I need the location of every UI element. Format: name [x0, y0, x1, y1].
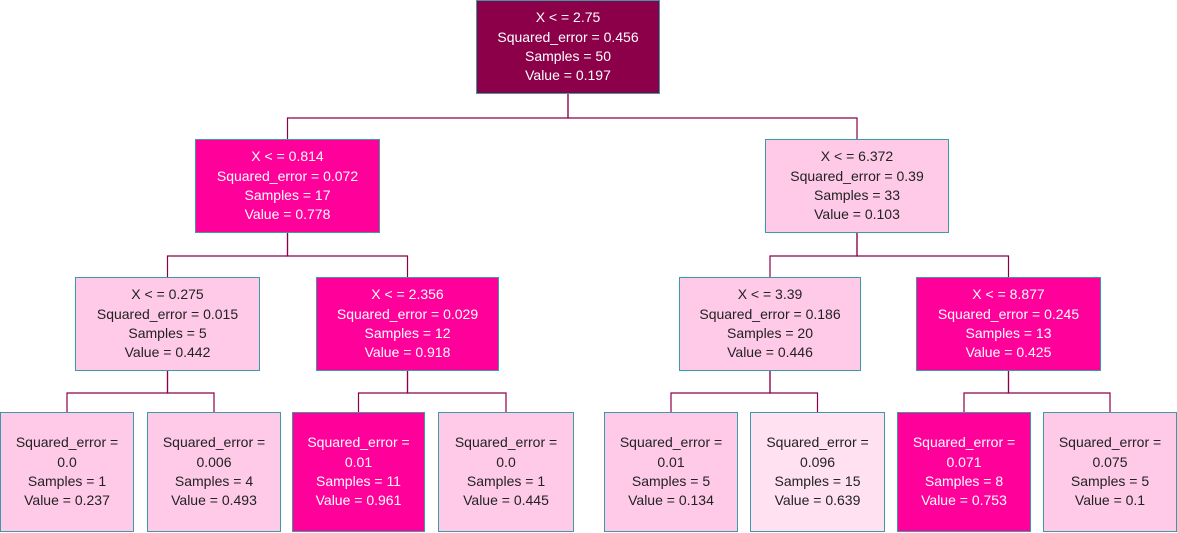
edge-r-rr — [856, 233, 1010, 277]
node-text-line: Samples = 12 — [364, 325, 451, 341]
node-text-line: X < = 2.75 — [535, 9, 601, 26]
edge-ll-llr — [166, 371, 215, 412]
node-text-line: Samples = 1 — [27, 473, 107, 489]
node-text-line: Samples = 17 — [244, 187, 331, 203]
node-text-line: Squared_error = — [162, 434, 266, 451]
edge-rr-rrr — [1007, 371, 1111, 412]
node-text-line: Squared_error = — [15, 434, 119, 451]
node-text-line: Value = 0.639 — [774, 492, 861, 509]
node-text-line: X < = 3.39 — [737, 286, 803, 303]
node-text-line: 0.075 — [1092, 453, 1128, 470]
node-text-line: 0.01 — [344, 453, 373, 470]
edge-root-l — [286, 94, 569, 139]
edge-lr-lrl — [357, 371, 409, 412]
edge-rl-rlr — [769, 371, 819, 412]
node-text-line: 0.096 — [799, 453, 836, 470]
node-text-line: 0.006 — [196, 453, 232, 470]
node-text-line: Value = 0.493 — [171, 492, 257, 509]
node-text-line: Squared_error = 0.015 — [96, 305, 239, 322]
node-text-line: Value = 0.918 — [364, 344, 451, 361]
edge-l-lr — [286, 233, 409, 277]
edge-root-r — [567, 94, 858, 139]
node-text-line: Value = 0.237 — [24, 492, 110, 509]
node-text-line: X < = 2.356 — [371, 286, 444, 303]
node-text-line: Squared_error = 0.029 — [336, 305, 479, 322]
node-text-line: Samples = 4 — [174, 473, 254, 489]
node-text-line: Squared_error = — [766, 434, 869, 451]
edge-rr-rrl — [963, 371, 1010, 412]
edge-r-rl — [769, 233, 858, 277]
node-text-line: Squared_error = — [454, 434, 558, 451]
node-text-line: Value = 0.197 — [525, 67, 611, 84]
node-text-line: Squared_error = 0.186 — [699, 305, 841, 322]
node-text-line: Value = 0.961 — [315, 492, 402, 509]
node-text-line: Samples = 20 — [727, 325, 813, 341]
node-text-line: Value = 0.425 — [965, 344, 1052, 361]
node-text-line: Squared_error = — [912, 434, 1016, 451]
node-text-line: Squared_error = 0.456 — [497, 28, 639, 45]
edge-ll-lll — [66, 371, 169, 412]
node-text-line: Value = 0.1 — [1074, 492, 1146, 509]
node-text-line: 0.071 — [946, 453, 982, 470]
node-text-line: Samples = 15 — [774, 473, 861, 489]
node-text-line: Samples = 50 — [525, 48, 611, 64]
node-text-line: 0.0 — [496, 453, 516, 470]
node-text-line: Value = 0.445 — [463, 492, 549, 509]
node-text-line: Squared_error = 0.072 — [216, 167, 359, 184]
node-text-line: Value = 0.778 — [244, 206, 331, 223]
node-text-line: Value = 0.446 — [727, 344, 813, 361]
node-text-line: Samples = 33 — [814, 187, 900, 203]
node-text-line: Value = 0.753 — [921, 492, 1007, 509]
edge-lr-lrr — [406, 371, 507, 412]
node-text-line: Samples = 5 — [1070, 473, 1150, 489]
node-text-line: Squared_error = — [307, 434, 410, 451]
node-text-line: Samples = 8 — [924, 473, 1004, 489]
edge-l-ll — [166, 233, 289, 277]
node-text-line: Squared_error = 0.39 — [790, 167, 924, 184]
node-text-line: Samples = 5 — [631, 473, 711, 489]
node-text-line: Value = 0.442 — [124, 344, 211, 361]
node-text-line: X < = 0.814 — [251, 148, 324, 165]
node-text-line: Samples = 1 — [466, 473, 546, 489]
node-text-line: Squared_error = 0.245 — [937, 305, 1080, 322]
node-text-line: Samples = 13 — [965, 325, 1052, 341]
node-text-line: 0.0 — [57, 453, 77, 470]
edge-rl-rll — [670, 371, 771, 412]
node-text-line: 0.01 — [657, 453, 685, 470]
node-text-line: Samples = 5 — [128, 325, 207, 341]
node-text-line: X < = 0.275 — [131, 286, 204, 303]
node-text-line: Squared_error = — [1058, 434, 1162, 451]
node-text-line: Squared_error = — [619, 434, 723, 451]
node-text-line: Value = 0.103 — [814, 206, 900, 223]
node-text-line: X < = 8.877 — [972, 286, 1045, 303]
node-text-line: X < = 6.372 — [820, 148, 894, 165]
node-text-line: Samples = 11 — [316, 473, 401, 489]
node-text-line: Value = 0.134 — [628, 492, 714, 509]
